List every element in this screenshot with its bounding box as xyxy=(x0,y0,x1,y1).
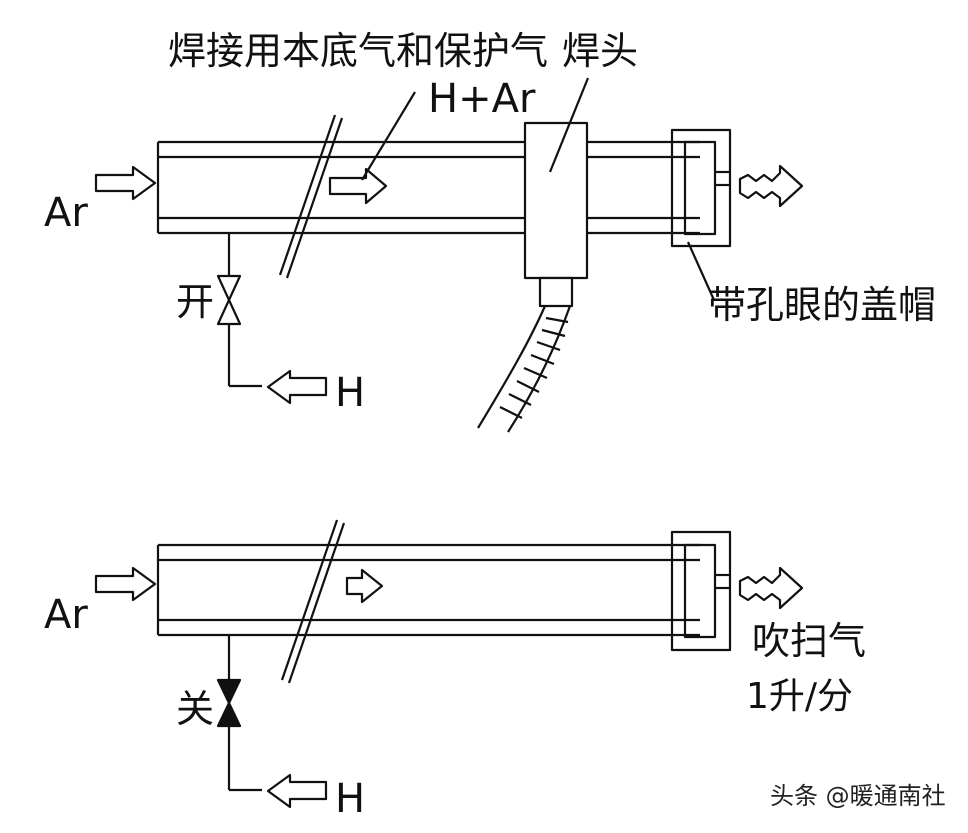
top-valve-open-icon xyxy=(216,274,242,326)
bottom-exhaust-arrow xyxy=(738,566,804,610)
top-flow-arrow xyxy=(328,167,388,205)
torch-leader xyxy=(548,77,590,173)
top-pipe-break xyxy=(278,114,344,279)
cap-leader xyxy=(686,241,716,301)
bottom-valve-label: 关 xyxy=(176,687,214,731)
bottom-end-cap xyxy=(670,530,732,652)
gas-leader xyxy=(361,91,416,181)
cap-label: 带孔眼的盖帽 xyxy=(708,283,936,327)
bottom-valve-closed-icon xyxy=(216,678,242,728)
top-h-label: H xyxy=(335,370,365,416)
flow-label: 1升/分 xyxy=(746,676,853,717)
bottom-h-arrow xyxy=(266,773,328,809)
top-pipe xyxy=(156,140,700,235)
torch-hose xyxy=(477,305,572,433)
bottom-h-label: H xyxy=(335,776,365,822)
top-valve-label: 开 xyxy=(176,280,214,324)
top-inlet-arrow xyxy=(94,165,157,201)
top-inlet-label: Ar xyxy=(44,190,88,236)
top-exhaust-arrow xyxy=(738,164,804,208)
torch-label: 焊头 xyxy=(562,29,638,73)
watermark-text: 头条 @暖通南社 xyxy=(770,782,946,810)
top-h-arrow xyxy=(266,369,328,405)
welding-torch xyxy=(523,121,589,308)
bottom-side-pipe xyxy=(227,635,262,792)
gas-label: 焊接用本底气和保护气 xyxy=(168,29,548,73)
top-side-pipe xyxy=(227,233,262,388)
top-end-cap xyxy=(670,128,732,248)
bottom-inlet-label: Ar xyxy=(44,592,88,638)
purge-label: 吹扫气 xyxy=(752,619,866,663)
bottom-pipe-break xyxy=(280,519,346,684)
bottom-flow-arrow xyxy=(345,568,384,604)
mixture-label: H+Ar xyxy=(428,76,536,122)
bottom-pipe xyxy=(156,543,700,637)
bottom-inlet-arrow xyxy=(94,566,157,602)
